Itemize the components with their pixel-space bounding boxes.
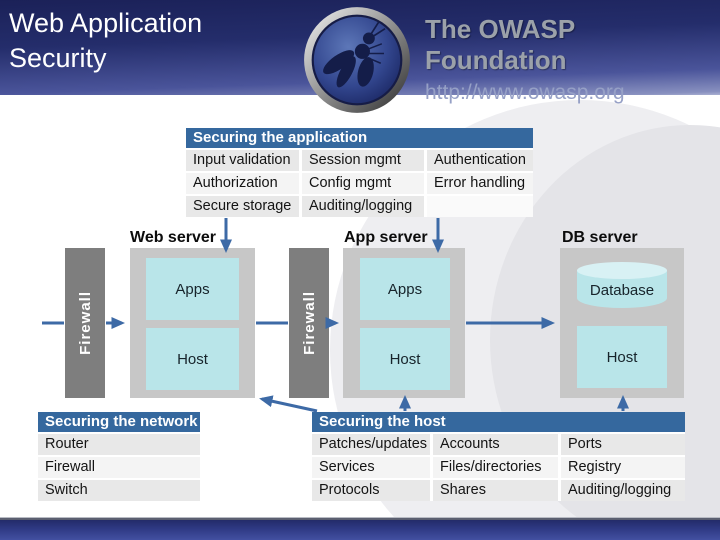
header-bar: Web Application Security The OWASP Found… xyxy=(0,0,720,104)
table-cell: Firewall xyxy=(38,457,200,478)
app-server-label: App server xyxy=(344,229,428,246)
table-cell: Accounts xyxy=(433,434,558,455)
page-title-line2: Security xyxy=(9,43,107,73)
footer-bar xyxy=(0,517,720,540)
table-cell-empty xyxy=(427,196,533,217)
table-cell: Authorization xyxy=(186,173,299,194)
table-cell: Patches/updates xyxy=(312,434,430,455)
db-server-label: DB server xyxy=(562,229,638,246)
table-cell: Auditing/logging xyxy=(561,480,685,501)
table-cell: Input validation xyxy=(186,150,299,171)
web-server-host-box: Host xyxy=(146,328,239,390)
table-cell: Session mgmt xyxy=(302,150,424,171)
web-server-label: Web server xyxy=(130,229,216,246)
table-title: Securing the network xyxy=(38,412,200,432)
database-cylinder-top xyxy=(577,262,667,279)
foundation-title: The OWASP Foundation xyxy=(425,14,575,75)
owasp-wasp-logo-icon xyxy=(304,7,410,113)
securing-application-table: Securing the application Input validatio… xyxy=(186,128,533,217)
arrow-host-to-webserver-host xyxy=(259,395,318,413)
table-cell: Files/directories xyxy=(433,457,558,478)
app-server-host-box: Host xyxy=(360,328,450,390)
table-cell: Switch xyxy=(38,480,200,501)
page-title: Web Application Security xyxy=(9,6,202,76)
app-server-apps-box: Apps xyxy=(360,258,450,320)
table-cell: Registry xyxy=(561,457,685,478)
table-title: Securing the application xyxy=(186,128,533,148)
owasp-url: http://www.owasp.org xyxy=(425,81,625,104)
securing-host-table: Securing the host Patches/updates Accoun… xyxy=(312,412,685,501)
table-cell: Secure storage xyxy=(186,196,299,217)
table-cell: Services xyxy=(312,457,430,478)
table-cell: Protocols xyxy=(312,480,430,501)
firewall-bar-1: Firewall xyxy=(65,248,105,398)
table-cell: Authentication xyxy=(427,150,533,171)
table-cell: Ports xyxy=(561,434,685,455)
db-server-host-box: Host xyxy=(577,326,667,388)
table-cell: Config mgmt xyxy=(302,173,424,194)
firewall-bar-2: Firewall xyxy=(289,248,329,398)
database-label: Database xyxy=(589,281,655,299)
table-cell: Error handling xyxy=(427,173,533,194)
table-title: Securing the host xyxy=(312,412,685,432)
table-cell: Shares xyxy=(433,480,558,501)
table-cell: Router xyxy=(38,434,200,455)
table-cell: Auditing/logging xyxy=(302,196,424,217)
securing-network-table: Securing the network Router Firewall Swi… xyxy=(38,412,200,501)
web-server-apps-box: Apps xyxy=(146,258,239,320)
page-title-line1: Web Application xyxy=(9,8,203,38)
wasp-silhouette xyxy=(323,21,386,88)
